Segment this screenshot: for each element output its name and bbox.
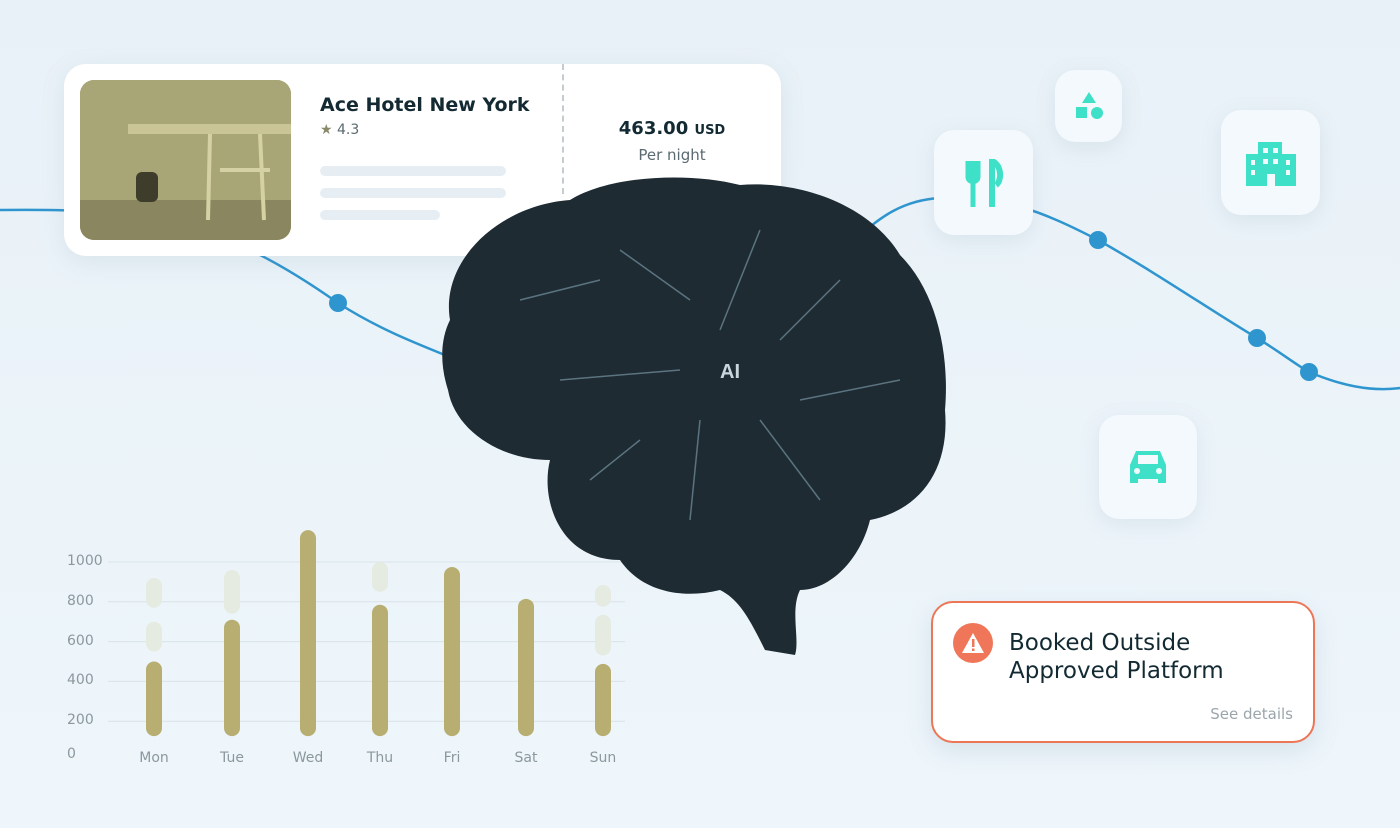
star-icon: ★ [320, 122, 333, 138]
bar [444, 566, 460, 737]
price: 463.00 USD [594, 118, 750, 139]
trend-point [1300, 363, 1318, 381]
alert-title-line: Approved Platform [1009, 658, 1224, 684]
see-details-link[interactable]: See details [1210, 705, 1293, 723]
building-icon [1245, 141, 1296, 186]
hotel-card[interactable]: Ace Hotel New York ★ 4.3 463.00 USD Per … [64, 64, 781, 256]
price-currency: USD [694, 123, 726, 138]
price-value: 463.00 [618, 118, 689, 139]
hotel-rating: ★ 4.3 [320, 122, 359, 138]
ghost-bar [595, 584, 611, 607]
x-tick-label: Sun [589, 750, 617, 766]
x-tick-label: Mon [139, 750, 169, 766]
trend-point [1089, 231, 1107, 249]
price-unit: Per night [638, 146, 706, 164]
x-tick-label: Tue [220, 750, 244, 766]
alert-title-line: Booked Outside [1009, 630, 1191, 656]
placeholder-line [320, 188, 506, 198]
bar [518, 598, 534, 737]
ghost-bar [224, 569, 240, 614]
bar [595, 663, 611, 737]
warning-icon [953, 623, 993, 663]
dining-tile[interactable] [934, 130, 1033, 235]
ghost-bar [146, 621, 162, 652]
divider [562, 64, 564, 194]
ghost-bar [595, 614, 611, 656]
x-tick-label: Thu [366, 750, 394, 766]
trend-point [329, 294, 347, 312]
car-icon [1130, 451, 1166, 483]
bar [146, 661, 162, 737]
placeholder-line [320, 210, 440, 220]
hotel-tile[interactable] [1221, 110, 1320, 215]
trend-point [1248, 329, 1266, 347]
y-tick-label: 600 [67, 632, 94, 649]
x-tick-label: Fri [443, 750, 461, 766]
fork-knife-icon [965, 158, 1003, 207]
y-tick-label: 0 [67, 746, 76, 762]
x-tick-label: Sat [514, 750, 538, 766]
hotel-photo [80, 80, 291, 240]
rating-value: 4.3 [337, 122, 360, 138]
ai-label: AI [720, 361, 740, 383]
y-tick-label: 200 [67, 712, 94, 729]
car-tile[interactable] [1099, 415, 1197, 519]
y-tick-label: 1000 [67, 553, 103, 569]
bar [224, 619, 240, 737]
placeholder-line [320, 166, 506, 176]
bar [300, 530, 316, 737]
x-tick-label: Wed [292, 750, 324, 766]
shapes-tile[interactable] [1055, 70, 1122, 142]
shapes-icon [1075, 92, 1103, 119]
ghost-bar [146, 577, 162, 608]
ghost-bar [372, 562, 388, 592]
y-tick-label: 400 [67, 672, 94, 689]
bar [372, 604, 388, 737]
hotel-name: Ace Hotel New York [320, 94, 530, 116]
y-tick-label: 800 [67, 592, 94, 609]
